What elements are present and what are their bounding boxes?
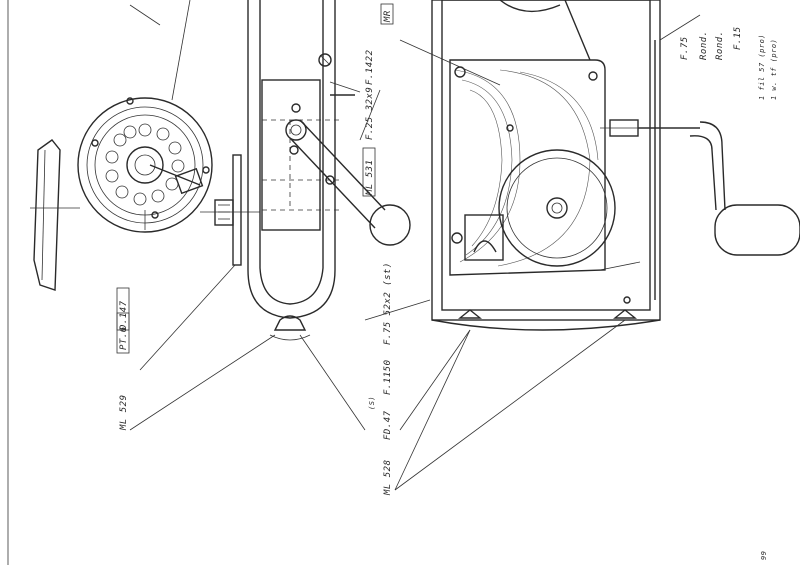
label-marker-s: (S) xyxy=(368,396,376,410)
label-ml528: ML 528 xyxy=(383,459,393,496)
lever-arm xyxy=(285,81,411,246)
u-frame xyxy=(247,0,355,341)
label-f75: F.75 xyxy=(680,36,690,60)
label-pt6: PT.6 xyxy=(119,326,129,350)
dial-disc xyxy=(30,97,213,233)
gear-housing xyxy=(431,0,661,331)
leader-top-disc xyxy=(171,0,191,101)
label-rond-2: Rond. xyxy=(715,30,725,60)
corner-number: 99 xyxy=(760,551,768,560)
crank-handle xyxy=(600,14,800,300)
label-rond-1: Rond. xyxy=(699,30,709,60)
leader-top-left xyxy=(129,4,161,26)
foot-bottom xyxy=(273,315,307,331)
part-labels: ML 529 PT.6 D.147 ML 528 FD.47 (S) F.115… xyxy=(116,3,778,560)
housing-feet xyxy=(458,296,637,319)
label-mr: MR xyxy=(383,10,393,23)
label-ml531: ML 531 xyxy=(365,159,375,196)
leader-lines-bottom xyxy=(129,39,626,491)
label-f1150: F.1150 xyxy=(383,359,393,395)
label-f25-32x9: F.25 32x9 xyxy=(365,87,375,140)
side-note-1: 1 fil 57 (pro) xyxy=(758,34,766,100)
side-note-2: 1 w. tf (pro) xyxy=(770,39,778,100)
label-fd47: FD.47 xyxy=(383,410,393,440)
label-f1422: F.1422 xyxy=(365,49,375,85)
shaft-nut xyxy=(200,154,260,266)
label-d147: D.147 xyxy=(119,300,129,331)
label-f15: F.15 xyxy=(733,26,743,50)
disc-side-profile xyxy=(33,139,61,291)
label-f75-52x2: F.75 52x2 (st) xyxy=(383,262,393,345)
label-ml529: ML 529 xyxy=(119,394,129,431)
